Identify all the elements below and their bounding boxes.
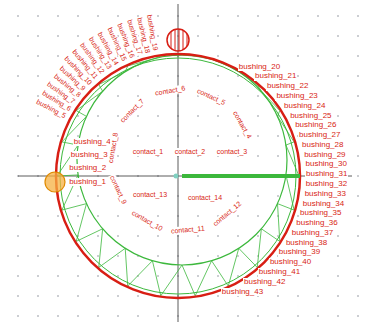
- bushing-label: bushing_1: [68, 178, 107, 187]
- bushing-label: bushing_39: [278, 248, 321, 257]
- bushing-label: bushing_31: [305, 170, 348, 179]
- bushing-label: bushing_28: [301, 141, 344, 150]
- contact-label: contact_12: [211, 199, 244, 228]
- bushing-label: bushing_25: [289, 112, 332, 121]
- bushing-label: bushing_40: [269, 258, 312, 267]
- contact-label: contact_3: [216, 148, 248, 156]
- bushing-label: bushing_32: [305, 180, 348, 189]
- bushing-label: bushing_30: [304, 160, 347, 169]
- contact-label: contact_4: [231, 109, 254, 141]
- bushing-label: bushing_36: [295, 219, 338, 228]
- hatch-line: [179, 28, 180, 52]
- bushing-label: bushing_42: [243, 278, 286, 287]
- bushing-label: bushing_37: [291, 229, 334, 238]
- contact-label: contact_1: [132, 148, 164, 156]
- bushing-label: bushing_24: [283, 102, 326, 111]
- bushing-label: bushing_26: [294, 121, 337, 130]
- contact-label: contact_8: [106, 131, 119, 164]
- ring-mesh: [57, 55, 299, 296]
- bushing-label: bushing_38: [285, 239, 328, 248]
- contact-label: contact_6: [153, 84, 186, 97]
- hatch-line: [187, 28, 188, 52]
- contact-label: contact_14: [187, 194, 223, 202]
- bushing-label: bushing_20: [238, 63, 281, 72]
- contact-label: contact_10: [129, 208, 164, 233]
- bushing-label: bushing_35: [299, 209, 342, 218]
- hatch-line: [183, 28, 184, 52]
- start-marker: [45, 172, 65, 192]
- bushing-label: bushing_43: [221, 288, 264, 297]
- bushing-label: bushing_29: [303, 151, 346, 160]
- bushing-label: bushing_33: [304, 190, 347, 199]
- green-bar: [182, 174, 300, 178]
- contact-label: contact_13: [132, 191, 168, 199]
- bushing-label: bushing_2: [68, 164, 107, 173]
- bushing-label: bushing_22: [266, 82, 309, 91]
- contact-label: contact_9: [108, 173, 129, 206]
- bushing-label: bushing_34: [302, 200, 345, 209]
- bushing-label: bushing_4: [73, 138, 112, 147]
- bushing-label: bushing_41: [258, 268, 301, 277]
- contact-label: contact_7: [118, 96, 146, 124]
- bushing-label: bushing_23: [275, 92, 318, 101]
- top-marker: [167, 29, 189, 51]
- contact-label: contact_2: [174, 148, 206, 156]
- hatch-line: [175, 28, 176, 52]
- bushing-ring: [56, 54, 300, 298]
- bushing-label: bushing_3: [70, 151, 109, 160]
- origin-marker: [174, 174, 179, 179]
- bushing-label: bushing_27: [298, 131, 341, 140]
- bushing-label: bushing_21: [254, 72, 297, 81]
- contact-label: contact_5: [195, 86, 228, 107]
- contact-label: contact_11: [170, 224, 206, 235]
